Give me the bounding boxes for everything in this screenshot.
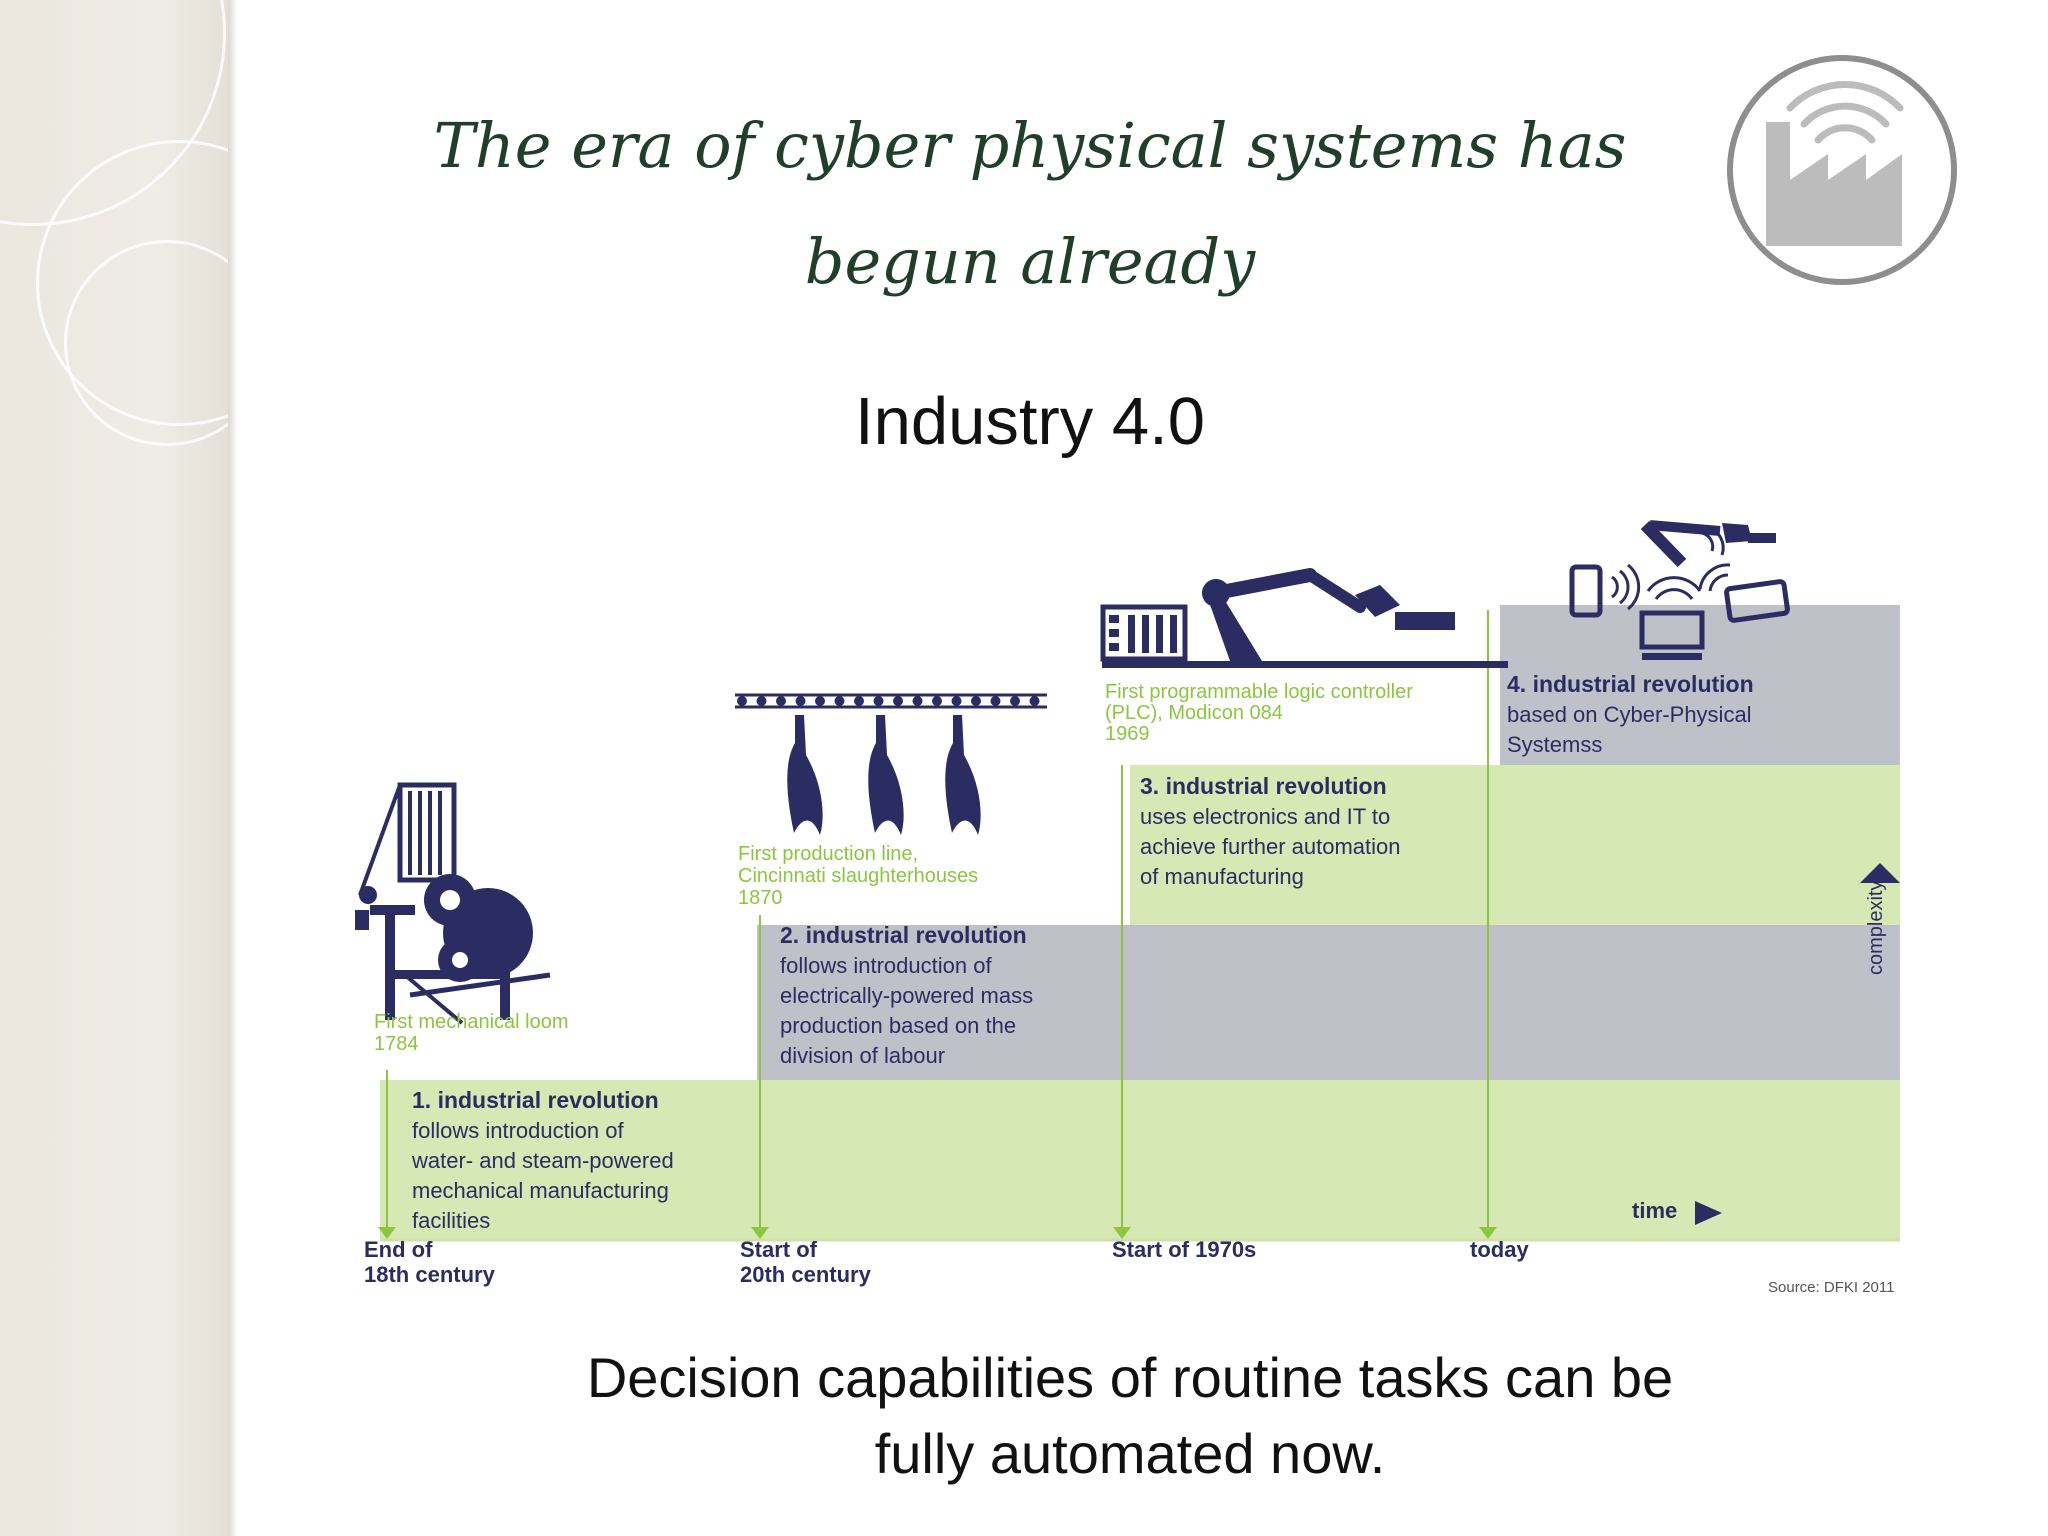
stage-3-milestone: 1969 [1105, 723, 1150, 745]
section-heading: Industry 4.0 [854, 384, 1206, 459]
stage-2-title: 2. industrial revolution [780, 922, 1027, 948]
conveyor-bead [951, 696, 962, 706]
conveyor-bead [873, 696, 884, 706]
slide-title-line: begun already [804, 225, 1256, 298]
complexity-arrow-icon [1860, 863, 1900, 883]
stage-3-title: 3. industrial revolution [1140, 773, 1387, 799]
decorative-sidebar [0, 0, 228, 1536]
stage-3-line: uses electronics and IT to [1140, 804, 1390, 829]
stage-2-milestone: 1870 [738, 887, 783, 909]
stage-3-milestone: First programmable logic controller [1105, 681, 1413, 703]
complexity-axis-label: complexity [1865, 881, 1887, 975]
stage-1-line: mechanical manufacturing [412, 1178, 669, 1203]
mechanical-loom-icon [355, 782, 551, 1025]
connected-devices-icon [1569, 520, 1790, 660]
conveyor-bead [854, 696, 864, 706]
stage-1-line: follows introduction of [412, 1118, 624, 1143]
conveyor-bead [834, 696, 845, 706]
stage-4-line: Systemss [1507, 732, 1602, 757]
stage-1-milestone: First mechanical loom [374, 1011, 569, 1033]
stage-1-milestone: 1784 [374, 1033, 419, 1055]
stage-2-era: Start of [740, 1237, 818, 1262]
stage-4-title: 4. industrial revolution [1507, 671, 1754, 697]
conveyor-bead [971, 696, 981, 706]
stage-2-milestone: Cincinnati slaughterhouses [738, 865, 978, 887]
stage-2-milestone: First production line, [738, 843, 918, 865]
stage-2-line: division of labour [780, 1043, 945, 1068]
slide-caption: Decision capabilities of routine tasks c… [400, 1340, 1860, 1492]
industrial-revolution-diagram: complexity time 1. industrial revolution… [350, 515, 1950, 1305]
stage-3-milestone: (PLC), Modicon 084 [1105, 702, 1283, 724]
time-axis-label: time [1632, 1198, 1677, 1223]
factory-wireless-icon [1727, 55, 1957, 285]
milestone-markers [378, 610, 1497, 1239]
stage-3-line: of manufacturing [1140, 864, 1304, 889]
conveyor-bead [815, 696, 825, 706]
slide-title-line: The era of cyber physical systems has [433, 109, 1627, 182]
stage-1-line: water- and steam-powered [411, 1148, 674, 1173]
conveyor-bead [932, 696, 942, 706]
conveyor-bead [1029, 696, 1040, 706]
stage-3-era: Start of 1970s [1112, 1237, 1256, 1262]
source-note: Source: DFKI 2011 [1768, 1279, 1894, 1296]
stage-1-era: 18th century [364, 1262, 496, 1287]
stage-1-era: End of [364, 1237, 433, 1262]
conveyor-bead [912, 696, 923, 706]
stage-4-line: based on Cyber-Physical [1507, 702, 1752, 727]
sidebar-edge-shadow [228, 0, 238, 1536]
stage-2-line: electrically-powered mass [780, 983, 1033, 1008]
conveyor-bead [776, 696, 786, 706]
band-stage-1 [380, 1080, 1900, 1240]
production-line-icon [735, 693, 1047, 835]
conveyor-bead [990, 696, 1001, 706]
stage-3-line: achieve further automation [1140, 834, 1401, 859]
conveyor-bead [893, 696, 903, 706]
time-arrow-icon [1695, 1201, 1722, 1225]
slide-title: The era of cyber physical systems has be… [380, 88, 1680, 320]
slide-caption-line: fully automated now. [874, 1422, 1386, 1485]
stage-1-title: 1. industrial revolution [412, 1087, 659, 1113]
band-stage-2 [757, 925, 1900, 1080]
stage-2-line: follows introduction of [780, 953, 992, 978]
conveyor-bead [737, 696, 747, 706]
slide-caption-line: Decision capabilities of routine tasks c… [586, 1346, 1674, 1409]
band-stage-3 [1130, 765, 1900, 925]
conveyor-bead [1010, 696, 1020, 706]
stage-2-era: 20th century [740, 1262, 872, 1287]
stage-4-era: today [1470, 1237, 1529, 1262]
robot-arm-plc-icon [1100, 568, 1508, 668]
conveyor-bead [795, 696, 806, 706]
conveyor-bead [756, 696, 767, 706]
stage-2-line: production based on the [780, 1013, 1016, 1038]
stage-1-line: facilities [412, 1208, 490, 1233]
